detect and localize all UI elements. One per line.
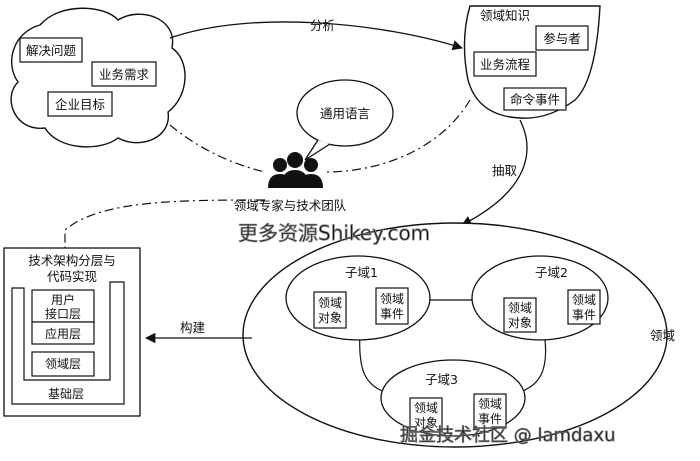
svg-text:领域: 领域: [478, 397, 502, 411]
watermark-top: 更多资源Shikey.com: [238, 221, 430, 245]
svg-text:应用层: 应用层: [45, 326, 81, 341]
svg-text:对象: 对象: [318, 311, 342, 325]
svg-text:领域: 领域: [414, 401, 438, 415]
svg-text:用户: 用户: [51, 292, 75, 307]
subdomain-2-event: 领域 事件: [567, 289, 601, 325]
knowledge-to-team-link: [324, 99, 471, 173]
subdomain-2: 子域2 领域 对象 领域 事件: [471, 255, 609, 341]
svg-text:通用语言: 通用语言: [320, 106, 370, 121]
svg-text:接口层: 接口层: [45, 306, 81, 321]
svg-text:领域: 领域: [572, 293, 596, 307]
extract-arrow: [461, 119, 528, 226]
svg-text:子域2: 子域2: [535, 265, 568, 280]
team-label: 领域专家与技术团队: [234, 198, 347, 213]
problem-item-3: 企业目标: [47, 91, 113, 117]
knowledge-item-3: 命令事件: [503, 87, 567, 111]
svg-text:命令事件: 命令事件: [510, 92, 560, 107]
subdomain-link-2-3: [519, 339, 547, 393]
domain: 领域 子域1 领域 对象 领域 事件 子域2 领: [242, 222, 675, 448]
svg-text:领域层: 领域层: [45, 357, 81, 371]
domain-knowledge: 领域知识 参与者 业务流程 命令事件: [463, 5, 601, 119]
common-language-bubble: 通用语言: [296, 79, 394, 161]
svg-text:代码实现: 代码实现: [47, 269, 97, 284]
svg-text:业务流程: 业务流程: [480, 57, 531, 72]
subdomain-1-object: 领域 对象: [313, 291, 347, 329]
svg-text:事件: 事件: [478, 412, 502, 426]
svg-text:对象: 对象: [508, 316, 532, 330]
layer-domain: 领域层: [31, 351, 95, 377]
layer-user-interface: 用户 接口层: [31, 289, 95, 323]
problem-item-2: 业务需求: [91, 61, 157, 87]
svg-text:领域: 领域: [318, 296, 342, 310]
domain-knowledge-title: 领域知识: [480, 8, 530, 23]
analyze-arrow: [169, 21, 463, 51]
extract-label: 抽取: [492, 163, 518, 178]
svg-text:企业目标: 企业目标: [55, 97, 105, 112]
cloud-to-team-link: [169, 124, 266, 173]
svg-text:领域: 领域: [508, 301, 532, 315]
subdomain-1: 子域1 领域 对象 领域 事件: [285, 255, 431, 341]
team-to-architecture-link: [64, 199, 266, 248]
svg-text:子域1: 子域1: [345, 265, 378, 280]
subdomain-1-event: 领域 事件: [375, 287, 409, 325]
subdomain-3-object: 领域 对象: [409, 397, 443, 433]
problem-item-1: 解决问题: [19, 37, 83, 63]
subdomain-3: 子域3 领域 对象 领域 事件: [380, 359, 526, 437]
subdomain-link-1-3: [359, 331, 386, 393]
subdomain-3-event: 领域 事件: [473, 393, 507, 429]
svg-text:业务需求: 业务需求: [99, 67, 150, 82]
svg-text:子域3: 子域3: [425, 372, 458, 387]
svg-text:对象: 对象: [414, 416, 438, 430]
build-label: 构建: [180, 320, 206, 335]
svg-text:领域: 领域: [380, 292, 404, 306]
svg-text:事件: 事件: [572, 308, 596, 322]
architecture: 技术架构分层与 代码实现 用户 接口层 应用层 领域层 基础层: [3, 247, 141, 417]
subdomain-2-object: 领域 对象: [503, 297, 537, 333]
knowledge-item-1: 参与者: [535, 25, 589, 51]
svg-text:事件: 事件: [380, 307, 404, 321]
domain-label: 领域: [650, 328, 675, 343]
base-layer-frame: [11, 281, 125, 405]
analyze-label: 分析: [310, 18, 335, 33]
svg-text:解决问题: 解决问题: [26, 43, 77, 58]
watermark-bottom: 掘金技术社区 @ lamdaxu: [400, 425, 616, 446]
layer-infrastructure: 基础层: [48, 387, 84, 401]
architecture-title: 技术架构分层与: [28, 253, 116, 268]
team-icon: [268, 152, 323, 188]
problem-cloud: 解决问题 业务需求 企业目标: [10, 7, 186, 148]
svg-text:参与者: 参与者: [543, 31, 581, 46]
knowledge-item-2: 业务流程: [473, 51, 537, 77]
layer-application: 应用层: [31, 321, 95, 345]
